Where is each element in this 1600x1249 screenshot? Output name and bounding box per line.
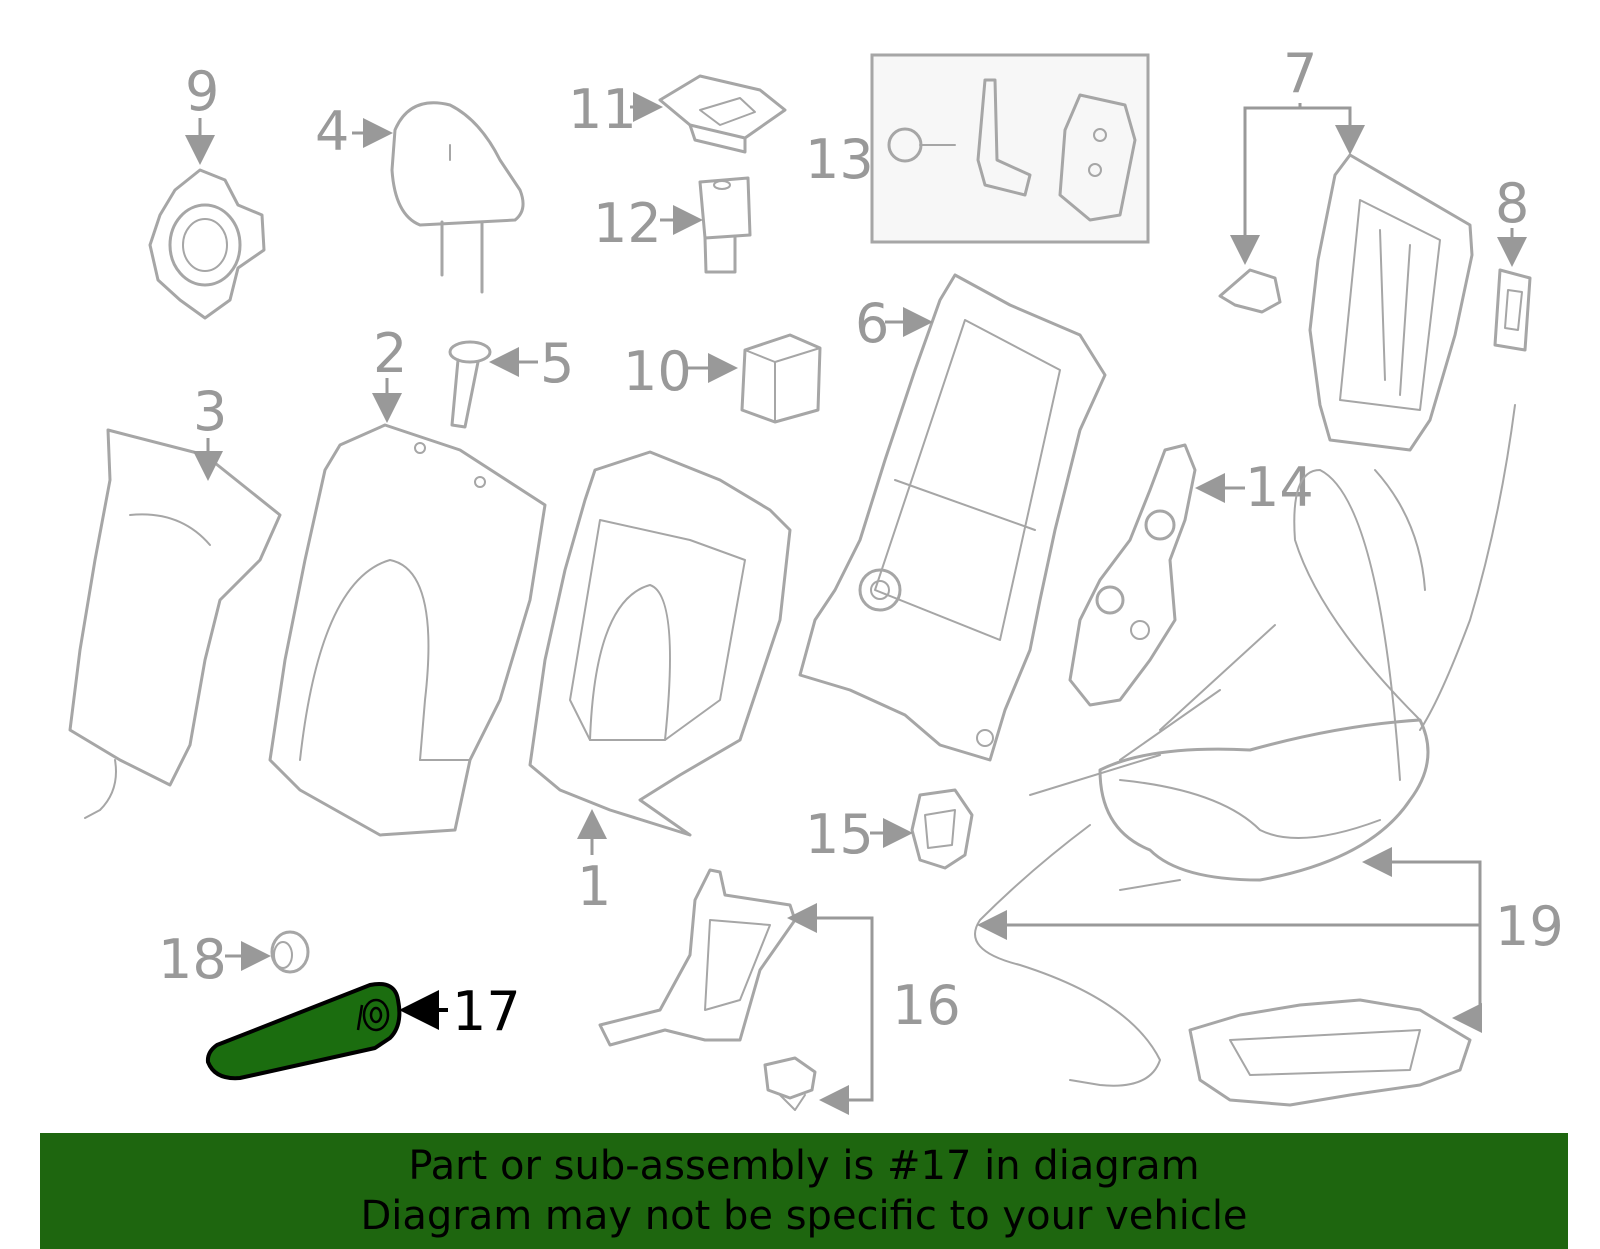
banner-line-2: Diagram may not be specific to your vehi…	[360, 1193, 1248, 1239]
callout-10: 10	[623, 340, 692, 403]
part-2-cover	[268, 423, 547, 837]
part-8-buckle	[1493, 268, 1532, 352]
part-17-armrest	[205, 982, 402, 1081]
parts-diagram: 9 4 11 12 13	[68, 42, 1564, 1115]
callout-9: 9	[185, 60, 219, 123]
part-19-cables	[974, 404, 1516, 1087]
part-3-pad	[68, 428, 282, 819]
callout-12: 12	[593, 192, 662, 255]
callout-17: 17	[452, 980, 521, 1043]
part-15-cover	[910, 788, 974, 870]
callout-3: 3	[193, 380, 227, 443]
banner-line-1: Part or sub-assembly is #17 in diagram	[408, 1143, 1200, 1189]
part-16-clip	[763, 1056, 817, 1111]
callout-5: 5	[540, 332, 574, 395]
callout-6: 6	[855, 292, 889, 355]
part-10-housing	[740, 333, 822, 424]
part-18-grommet	[270, 930, 310, 974]
callout-11: 11	[568, 78, 637, 141]
part-9-bracket	[148, 168, 266, 320]
callout-15: 15	[805, 803, 874, 866]
part-4-headrest	[390, 101, 525, 294]
callout-13: 13	[805, 128, 874, 191]
callout-4: 4	[315, 100, 349, 163]
callout-8: 8	[1495, 172, 1529, 235]
part-7-back-board	[1308, 153, 1474, 452]
part-6-frame	[798, 273, 1107, 762]
part-12-guide	[698, 176, 752, 274]
callout-2: 2	[373, 322, 407, 385]
callout-14: 14	[1245, 456, 1314, 519]
callout-1: 1	[577, 855, 611, 918]
part-11-clip	[658, 74, 787, 154]
part-16-handle	[598, 868, 797, 1047]
part-5-bolt	[448, 340, 492, 429]
callout-7: 7	[1283, 42, 1317, 105]
part-13-kit	[870, 53, 1150, 244]
callout-16: 16	[892, 974, 961, 1037]
part-14-recliner	[1068, 443, 1197, 707]
part-7-clip	[1218, 268, 1282, 314]
info-banner: Part or sub-assembly is #17 in diagram D…	[40, 1133, 1568, 1249]
callout-19: 19	[1495, 895, 1564, 958]
part-19-tray	[1188, 998, 1472, 1107]
part-1-pad	[528, 450, 792, 837]
callout-18: 18	[158, 928, 227, 991]
